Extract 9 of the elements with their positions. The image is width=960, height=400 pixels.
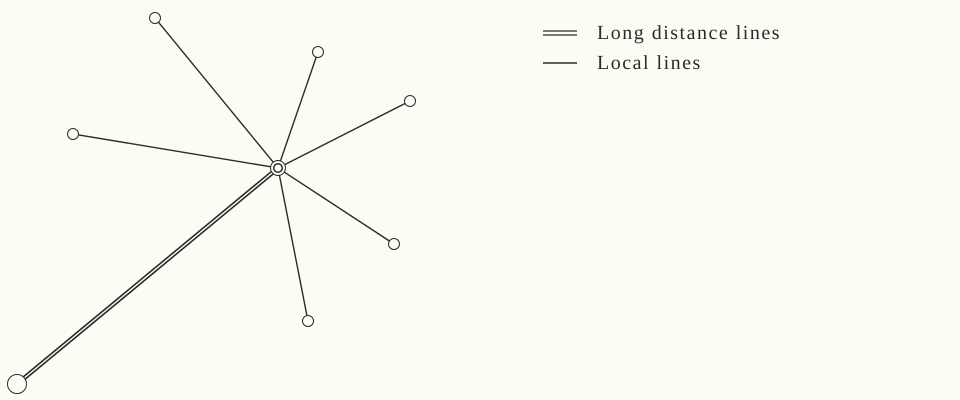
legend-text: Long distance lines <box>597 21 782 46</box>
line <box>280 56 318 162</box>
line <box>278 174 308 316</box>
line <box>78 134 272 168</box>
legend-text: Local lines <box>597 51 702 76</box>
line <box>284 102 406 166</box>
line <box>283 171 390 242</box>
double-line <box>22 170 274 380</box>
line <box>158 21 274 164</box>
